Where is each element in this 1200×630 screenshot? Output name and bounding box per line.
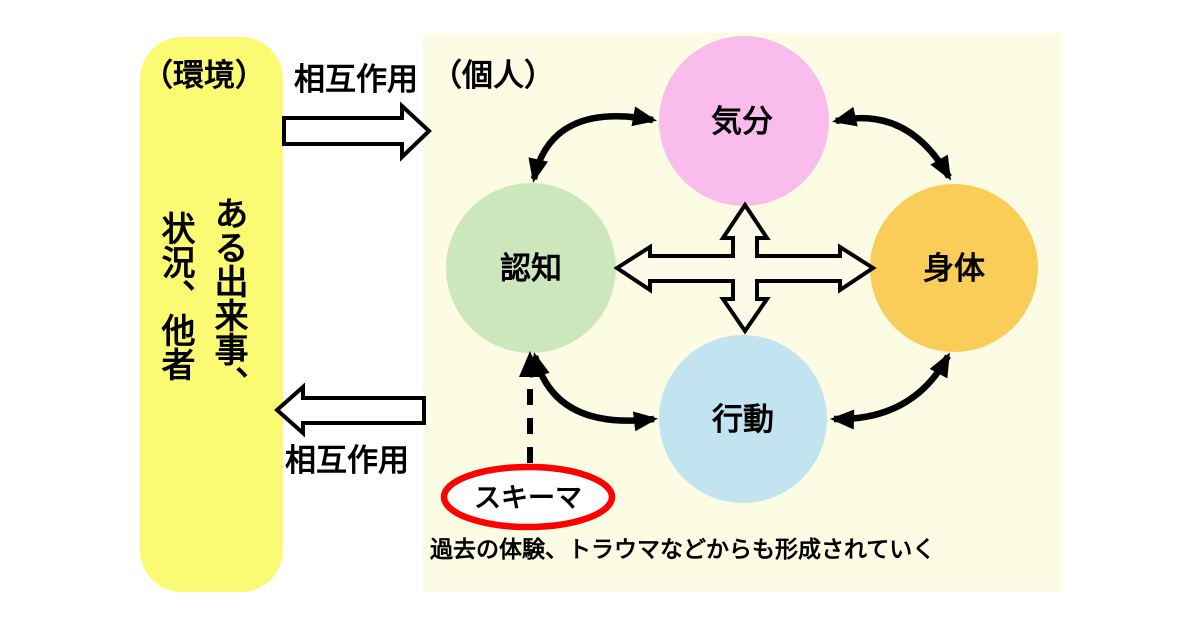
interaction-arrow-left-icon <box>273 382 426 438</box>
behavior-label: 行動 <box>711 402 774 437</box>
interaction-arrow-right-icon <box>282 101 432 162</box>
behavior-circle <box>659 335 827 503</box>
schema-caption: 過去の体験、トラウマなどからも形成されていく <box>430 536 935 562</box>
environment-title: （環境） <box>142 58 266 93</box>
body-label: 身体 <box>923 251 985 286</box>
environment-box <box>140 37 283 592</box>
environment-vertical-text-col2: 状況、他者 <box>156 211 196 381</box>
mood-circle <box>659 36 829 206</box>
individual-title: （個人） <box>431 58 555 93</box>
cross-arrow-icon <box>613 201 877 335</box>
interaction-label-top: 相互作用 <box>294 62 418 97</box>
environment-vertical-text-col1: ある出来事、 <box>209 196 248 400</box>
schema-label: スキーマ <box>474 483 582 513</box>
cognition-circle <box>446 183 616 353</box>
schema-ellipse <box>440 463 616 531</box>
interaction-label-bottom: 相互作用 <box>285 443 409 478</box>
mood-body-arrow-icon <box>832 106 952 181</box>
behavior-body-arrow-icon <box>830 352 951 430</box>
body-circle <box>870 184 1038 352</box>
cognition-behavior-arrow-icon <box>530 352 658 432</box>
schema-arrowhead-icon <box>519 351 541 377</box>
cognition-label: 認知 <box>500 251 562 286</box>
mood-label: 気分 <box>711 104 773 139</box>
mood-cognition-arrow-icon <box>528 106 657 183</box>
